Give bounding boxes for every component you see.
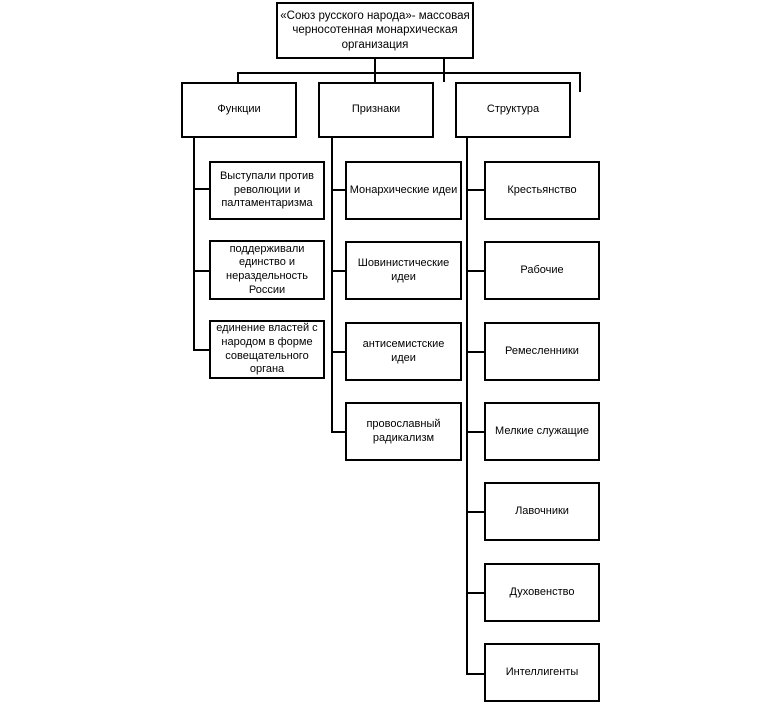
structure-item-text: Ремесленники (505, 344, 579, 357)
root-stem-line (374, 58, 376, 73)
structure-branch-line-7 (466, 673, 486, 675)
signs-item-node: Шовинистические идеи (345, 241, 462, 300)
signs-header-text: Признаки (351, 103, 401, 116)
structure-item-text: Рабочие (520, 263, 564, 276)
structure-item-node: Ремесленники (484, 322, 600, 381)
functions-item-node: поддерживали единство и нераздельность Р… (209, 240, 325, 300)
functions-item-text: Выступали против революции и палтаментар… (219, 169, 315, 210)
signs-spine-line (331, 137, 333, 432)
signs-branch-line-1 (331, 189, 347, 191)
signs-branch-line-4 (331, 431, 347, 433)
structure-branch-line-1 (466, 189, 486, 191)
structure-item-node: Интеллигенты (484, 643, 600, 702)
functions-item-text: поддерживали единство и нераздельность Р… (226, 242, 308, 296)
structure-item-text: Интеллигенты (505, 665, 579, 678)
signs-item-text: провославный радикализм (366, 417, 441, 444)
structure-item-text: Мелкие служащие (495, 424, 589, 437)
functions-spine-line (193, 137, 195, 351)
structure-branch-line-4 (466, 431, 486, 433)
structure-header-text: Структура (486, 103, 540, 116)
functions-item-node: Выступали против революции и палтаментар… (209, 161, 325, 220)
structure-item-node: Крестьянство (484, 161, 600, 220)
structure-drop-line (443, 58, 445, 82)
signs-item-node: антисемистские идеи (345, 322, 462, 381)
functions-header-text: Функции (217, 103, 261, 116)
structure-jog-line (443, 72, 513, 74)
structure-branch-line-6 (466, 592, 486, 594)
bus-right-tick-line (579, 72, 581, 92)
structure-item-node: Мелкие служащие (484, 402, 600, 461)
functions-drop-line (237, 72, 239, 82)
functions-branch-line-3 (193, 349, 211, 351)
signs-branch-line-2 (331, 270, 347, 272)
signs-item-node: провославный радикализм (345, 402, 462, 461)
structure-branch-line-2 (466, 270, 486, 272)
structure-item-node: Рабочие (484, 241, 600, 300)
structure-item-node: Духовенство (484, 563, 600, 622)
functions-header-node: Функции (181, 82, 297, 138)
root-node: «Союз русского народа»- массовая черносо… (276, 2, 474, 59)
structure-spine-line (466, 137, 468, 675)
structure-branch-line-3 (466, 351, 486, 353)
structure-item-text: Крестьянство (507, 183, 577, 196)
functions-item-node: единение властей с народом в форме совещ… (209, 320, 325, 379)
functions-branch-line-1 (193, 188, 211, 190)
signs-item-node: Монархические идеи (345, 161, 462, 220)
root-node-text: «Союз русского народа»- массовая черносо… (280, 9, 470, 51)
structure-branch-line-5 (466, 511, 486, 513)
signs-item-text: Шовинистические идеи (357, 256, 450, 283)
functions-branch-line-2 (193, 270, 211, 272)
structure-item-text: Духовенство (509, 585, 575, 598)
signs-drop-line (374, 72, 376, 82)
structure-item-text: Лавочники (515, 504, 569, 517)
top-bus-line (237, 72, 581, 74)
signs-item-text: антисемистские идеи (362, 337, 445, 364)
functions-item-text: единение властей с народом в форме совещ… (216, 322, 318, 376)
signs-item-text: Монархические идеи (349, 183, 458, 196)
signs-branch-line-3 (331, 351, 347, 353)
structure-header-node: Структура (455, 82, 571, 138)
structure-item-node: Лавочники (484, 482, 600, 541)
signs-header-node: Признаки (318, 82, 434, 138)
